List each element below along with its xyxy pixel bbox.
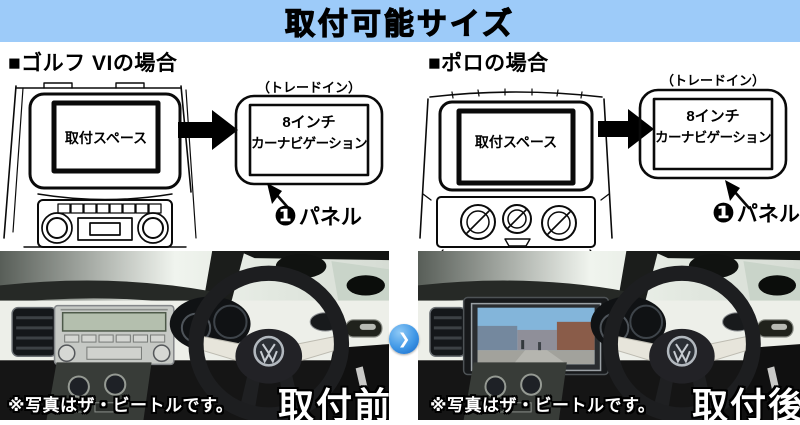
page-title: 取付可能サイズ (284, 7, 516, 41)
polo-panel-label: パネル (736, 203, 800, 226)
photo-after-installation: ※写真はザ・ビートルです。 取付後 (418, 251, 800, 420)
chevron-glyph: ❯ (397, 331, 411, 348)
golf-nav-size-line2: カーナビゲーション (251, 136, 367, 151)
golf-arrow-icon (178, 110, 238, 150)
vw-logo-icon (666, 335, 698, 367)
factory-radio (53, 304, 175, 366)
installation-diagrams (3, 82, 788, 253)
polo-panel-callout: ❶ パネル (712, 198, 800, 228)
golf-panel-number-icon: ❶ (274, 200, 297, 231)
golf-tradein-label: （トレードイン） (256, 80, 361, 95)
polo-nav-size-line1: 8インチ (686, 108, 740, 125)
golf-section-heading: ■ゴルフ VIの場合 (8, 52, 178, 75)
navigation-screen (477, 307, 595, 365)
golf-nav-size-line1: 8インチ (282, 114, 336, 131)
photo-after-label: 取付後 (692, 385, 800, 420)
photo-before-installation: ※写真はザ・ビートルです。 取付前 (0, 251, 389, 420)
steering-wheel (188, 265, 350, 420)
polo-dashboard-drawing (419, 88, 613, 253)
photo-before-label: 取付前 (278, 385, 389, 420)
golf-panel-callout: ❶ パネル (274, 201, 362, 231)
photo-before-caption: ※写真はザ・ビートルです。 (8, 396, 234, 415)
installed-navigation-unit (462, 296, 610, 376)
car-interior-before-illustration (0, 251, 389, 420)
car-interior-after-illustration (418, 251, 800, 420)
polo-section-heading: ■ポロの場合 (428, 52, 549, 75)
golf-space-label: 取付スペース (64, 130, 148, 146)
vw-logo-icon (253, 335, 285, 367)
golf-panel-box (234, 94, 384, 213)
polo-panel-box (638, 88, 788, 210)
steering-wheel (603, 265, 761, 420)
polo-space-label: 取付スペース (474, 134, 558, 150)
golf-dashboard-drawing (3, 82, 197, 248)
before-after-chevron-icon: ❯ (389, 324, 419, 354)
polo-panel-number-icon: ❶ (712, 197, 735, 228)
polo-tradein-label: （トレードイン） (660, 73, 765, 88)
header-band: 取付可能サイズ (0, 0, 800, 42)
golf-nav-size-label: 8インチ カーナビゲーション (249, 112, 369, 154)
polo-nav-size-line2: カーナビゲーション (655, 130, 771, 145)
polo-nav-size-label: 8インチ カーナビゲーション (653, 106, 773, 148)
golf-panel-label: パネル (298, 206, 362, 229)
photo-after-caption: ※写真はザ・ビートルです。 (430, 396, 656, 415)
